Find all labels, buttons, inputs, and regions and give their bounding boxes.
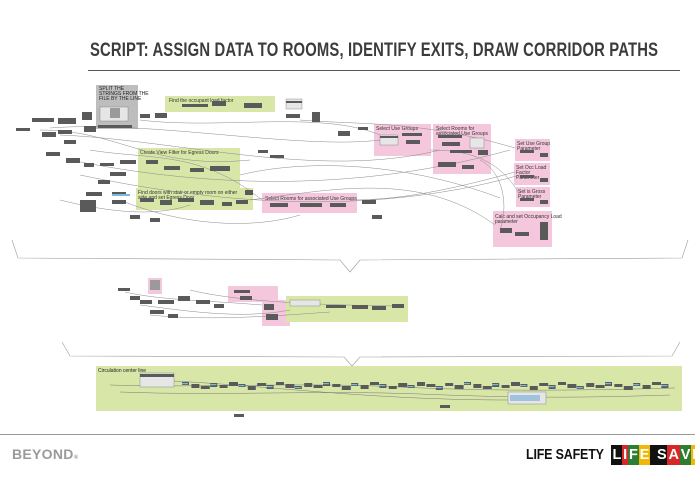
nodes-middle[interactable]	[118, 280, 404, 320]
circulation-node	[539, 383, 549, 386]
group-label-view-filter: Create View Filter for Egress Doors	[140, 150, 219, 156]
badge-life-safety: LIFE SAFETY	[526, 447, 604, 463]
circulation-node	[313, 385, 323, 388]
circulation-node	[304, 383, 313, 387]
badge-life-saver: LIFE SAVER	[611, 445, 695, 465]
circulation-node	[614, 384, 623, 387]
badge-letter: I	[622, 445, 628, 465]
brand-logo: BEYOND®	[12, 446, 78, 462]
circulation-node	[341, 386, 351, 390]
circulation-node	[586, 383, 595, 387]
circulation-node	[558, 382, 566, 385]
circulation-node	[219, 385, 228, 388]
footer-divider	[0, 434, 695, 435]
badge-letter: F	[627, 445, 639, 465]
circulation-node-header	[182, 383, 188, 385]
circulation-node	[454, 385, 464, 389]
group-label-circulation: Circulation center line	[98, 368, 146, 374]
circulation-node-header	[379, 385, 386, 387]
badge-letter: E	[691, 445, 695, 465]
title-divider	[88, 70, 680, 71]
section-brace-lower	[61, 341, 681, 367]
brand-mark: ®	[73, 455, 79, 461]
circulation-node	[482, 386, 492, 389]
node-strip-lower-blue	[182, 383, 668, 389]
brand-name: BEYOND	[12, 446, 74, 462]
section-brace-upper	[11, 239, 689, 273]
nodes-lower[interactable]	[139, 372, 547, 405]
circulation-node-header	[294, 387, 301, 389]
circulation-node	[200, 386, 210, 389]
circulation-node	[595, 385, 605, 388]
circulation-node-header	[520, 385, 527, 387]
group-middle-pink-c[interactable]	[262, 300, 290, 326]
group-label-select-use-groups: Select Use Groups	[376, 126, 418, 132]
circulation-node	[567, 384, 577, 388]
group-label-find-doors: Find doors with stair or empty room on e…	[138, 190, 238, 201]
nodes-upper[interactable]	[16, 98, 548, 240]
circulation-node	[332, 384, 341, 387]
circulation-node-header	[323, 383, 329, 385]
group-label-select-rooms-left: Select Rooms for associated Use Groups	[265, 196, 357, 202]
circulation-node	[652, 382, 661, 385]
circulation-node	[370, 382, 379, 385]
circulation-node	[360, 385, 369, 389]
circulation-node-header	[661, 385, 668, 387]
circulation-node	[623, 386, 633, 390]
circulation-node-header	[605, 383, 611, 385]
circulation-node	[276, 382, 284, 385]
circulation-node	[642, 385, 651, 389]
circulation-node	[417, 382, 425, 386]
circulation-node-header	[266, 386, 273, 388]
circulation-node-header	[576, 387, 583, 389]
slide-title: SCRIPT: ASSIGN DATA TO ROOMS, IDENTIFY E…	[90, 40, 659, 61]
badge-letter: A	[667, 445, 680, 465]
circulation-node	[191, 384, 200, 388]
circulation-node	[529, 386, 538, 390]
circulation-node	[388, 386, 397, 389]
badge-letter: S	[655, 445, 668, 465]
badge-letter: E	[638, 445, 651, 465]
group-label-occupant-load: Find the occupant load factor	[169, 98, 234, 104]
nodes-below-circulation[interactable]	[234, 405, 450, 417]
badge-letter	[650, 445, 656, 465]
circulation-node	[285, 384, 295, 388]
circulation-node-header	[210, 384, 217, 386]
circulation-node	[398, 383, 408, 387]
circulation-node	[229, 382, 238, 386]
circulation-node-header	[548, 386, 555, 388]
circulation-node	[445, 383, 454, 386]
circulation-node	[501, 385, 510, 388]
badge-letter: L	[611, 445, 623, 465]
circulation-node	[426, 384, 436, 387]
circulation-node-header	[238, 385, 245, 387]
circulation-node	[247, 386, 256, 390]
circulation-node-header	[435, 387, 442, 389]
footer-badge: LIFE SAFETY LIFE SAVER	[526, 444, 695, 466]
circulation-node-header	[492, 384, 499, 386]
circulation-node-header	[407, 386, 414, 388]
circulation-node-header	[351, 384, 358, 386]
circulation-node-header	[464, 383, 470, 385]
badge-letter: V	[679, 445, 692, 465]
circulation-node	[511, 382, 520, 386]
circulation-node	[473, 384, 482, 388]
circulation-node-header	[633, 384, 640, 386]
circulation-node	[257, 383, 267, 386]
